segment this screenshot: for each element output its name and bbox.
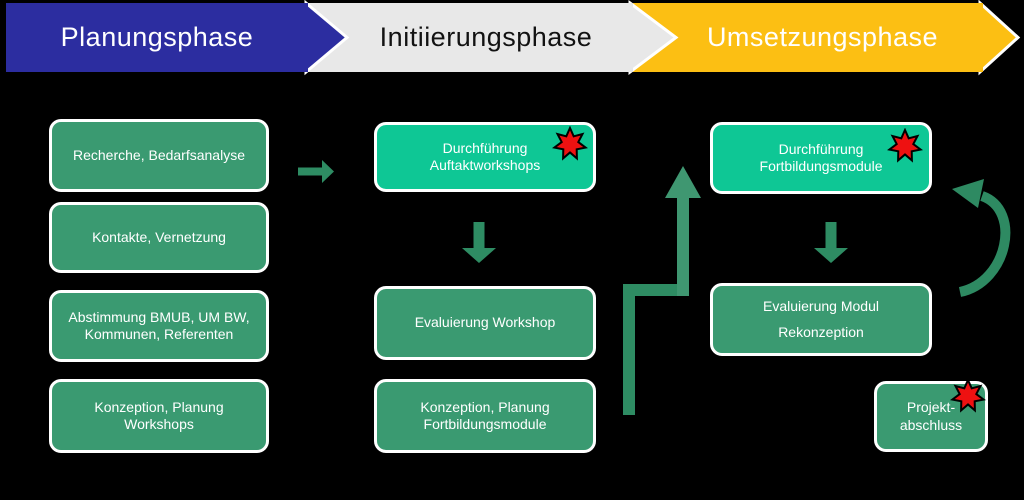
box-label: Kontakte, Vernetzung: [92, 228, 226, 245]
box-label: Projekt-abschluss: [899, 399, 963, 433]
box-label: Evaluierung Workshop: [414, 314, 556, 331]
box-projektabschluss: Projekt-abschluss: [874, 381, 988, 452]
phase-title-umsetzungsphase: Umsetzungsphase: [706, 22, 939, 52]
box-durchfuehrung-fortbildungsmodule: Durchführung Fortbildungsmodule: [710, 122, 932, 194]
phase-title-planungsphase: Planungsphase: [60, 22, 254, 52]
loop-arrow-icon: [958, 191, 1011, 297]
elbow-up-arrow-head: [665, 166, 701, 198]
down-arrow-icon-initiierung: [462, 222, 496, 263]
box-label: Evaluierung Modul Rekonzeption: [763, 298, 879, 340]
box-label: Abstimmung BMUB, UM BW, Kommunen, Refere…: [68, 308, 250, 343]
box-label: Konzeption, Planung Workshops: [94, 398, 224, 433]
loop-arrow-head: [952, 179, 984, 208]
star-icon: [950, 378, 986, 413]
elbow-up-arrow-icon: [623, 284, 683, 415]
star-icon: [887, 128, 923, 163]
box-recherche-bedarfsanalyse: Recherche, Bedarfsanalyse: [49, 119, 269, 192]
box-abstimmung-bmub: Abstimmung BMUB, UM BW, Kommunen, Refere…: [49, 290, 269, 362]
star-icon: [552, 126, 588, 161]
box-kontakte-vernetzung: Kontakte, Vernetzung: [49, 202, 269, 273]
box-label: Durchführung Fortbildungsmodule: [759, 140, 883, 175]
box-evaluierung-workshop: Evaluierung Workshop: [374, 286, 596, 360]
box-evaluierung-modul-rekonzeption: Evaluierung Modul Rekonzeption: [710, 283, 932, 356]
box-konzeption-planung-fortbildungsmodule: Konzeption, Planung Fortbildungsmodule: [374, 379, 596, 453]
down-arrow-icon-umsetzung: [814, 222, 848, 263]
box-label: Konzeption, Planung Fortbildungsmodule: [420, 398, 550, 433]
box-konzeption-planung-workshops: Konzeption, Planung Workshops: [49, 379, 269, 453]
box-label: Durchführung Auftaktworkshops: [429, 139, 541, 174]
box-label: Recherche, Bedarfsanalyse: [73, 146, 245, 163]
right-arrow-icon: [298, 160, 334, 183]
phase-title-initiierungsphase: Initiierungsphase: [379, 22, 593, 52]
